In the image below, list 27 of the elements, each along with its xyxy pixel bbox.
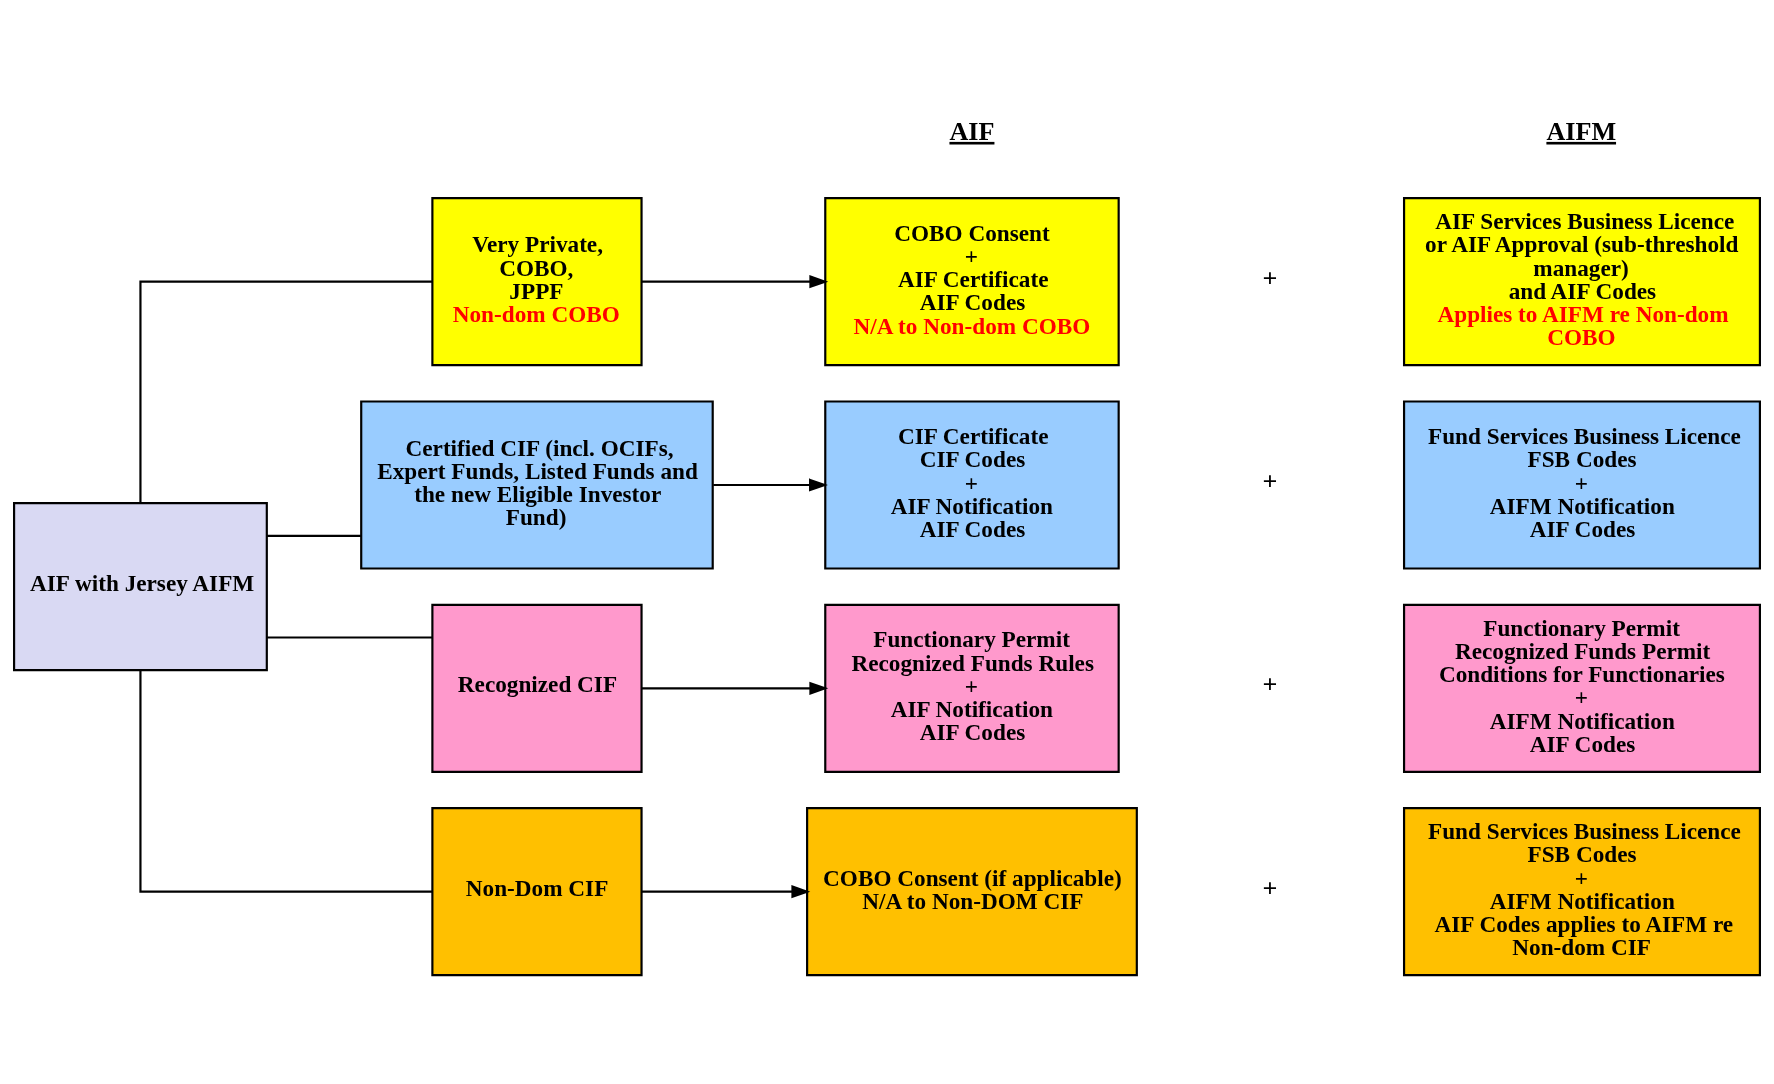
node-box: Fund Services Business Licence FSB Codes + AIFM Notification AIF Codes (1403, 400, 1761, 570)
connector (139, 670, 433, 893)
connector (267, 534, 361, 537)
node-box: Functionary Permit Recognized Funds Permit Conditions for Functionaries + AIFM Notification AIF Codes (1403, 603, 1761, 773)
label: AIF (949, 116, 995, 146)
arrow (641, 885, 811, 899)
node-box: Non-Dom CIF (431, 807, 643, 977)
node-box: AIF Services Business Licence or AIF Approval (sub-threshold manager) and AIF Codes Applies to AIFM re Non-dom COBO (1403, 197, 1761, 367)
node-box: Fund Services Business Licence FSB Codes + AIFM Notification AIF Codes applies to AIFM re Non-dom CIF (1403, 807, 1761, 977)
arrow (641, 275, 829, 289)
label: + (1262, 466, 1278, 496)
node-box: Very Private, COBO, JPPF Non-dom COBO (431, 197, 643, 367)
label: AIFM (1546, 116, 1617, 146)
connector (267, 636, 433, 639)
label: + (1262, 670, 1278, 700)
node-box: AIF with Jersey AIFM (13, 502, 268, 672)
node-box: COBO Consent + AIF Certificate AIF Codes N/A to Non-dom COBO (824, 197, 1120, 367)
node-box: Functionary Permit Recognized Funds Rules + AIF Notification AIF Codes (824, 603, 1120, 773)
label: + (1262, 873, 1278, 903)
node-box: Recognized CIF (431, 603, 643, 773)
label: + (1262, 263, 1278, 293)
node-box: CIF Certificate CIF Codes + AIF Notification AIF Codes (824, 400, 1120, 570)
node-box: Certified CIF (incl. OCIFs, Expert Funds, Listed Funds and the new Eligible Investor Fund) (360, 400, 714, 570)
connector (139, 280, 433, 503)
arrow (713, 478, 828, 492)
node-box: COBO Consent (if applicable) N/A to Non-DOM CIF (806, 807, 1138, 977)
arrow (641, 681, 829, 695)
